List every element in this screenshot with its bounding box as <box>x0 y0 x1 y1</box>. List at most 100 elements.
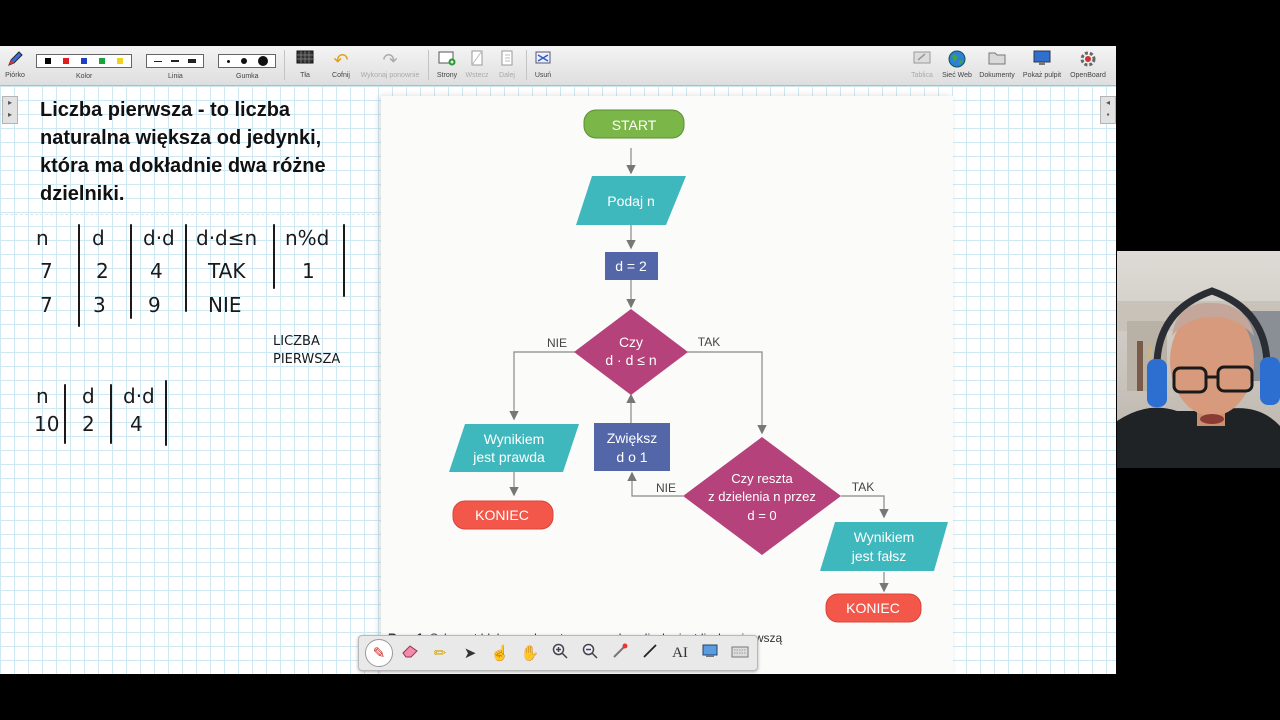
table2-cell: 2 <box>82 412 95 436</box>
flow-input <box>576 176 686 225</box>
show-desktop-button[interactable]: Pokaż pulpit <box>1020 48 1064 79</box>
hand-tool[interactable]: ✋ <box>515 638 545 668</box>
eraser-large-option[interactable] <box>257 56 268 66</box>
next-page-button[interactable]: Dalej <box>494 48 520 79</box>
text-icon: AI <box>672 644 688 661</box>
background-button[interactable]: Tła <box>292 48 318 79</box>
text-tool[interactable]: AI <box>665 638 695 668</box>
virtual-keyboard-tool[interactable] <box>725 638 755 668</box>
flow-increment-line2: d o 1 <box>616 449 647 465</box>
table1-cell: 3 <box>93 293 106 317</box>
line-medium-option[interactable] <box>170 60 179 62</box>
flow-output-false-line2: jest fałsz <box>851 548 906 564</box>
line-thick-option[interactable] <box>188 59 197 63</box>
table1-cell: 2 <box>96 259 109 283</box>
flow-arrow-yes <box>841 495 889 519</box>
pen-icon: ✎ <box>372 645 386 662</box>
selector-tool[interactable]: ➤ <box>455 638 485 668</box>
flow-decision-1-line2: d · d ≤ n <box>605 352 656 368</box>
eraser-tool[interactable] <box>395 638 425 668</box>
flow-end-1 <box>452 500 554 530</box>
table1-cell: 7 <box>40 259 53 283</box>
flow-start-label: START <box>612 117 657 133</box>
page-next-icon <box>494 50 520 70</box>
flow-arrow-no <box>509 351 577 421</box>
left-panel-toggle[interactable]: ▸▸ <box>2 96 18 124</box>
undo-button[interactable]: ↶ Cofnij <box>328 48 354 79</box>
flow-output-true-line2: jest prawda <box>472 449 545 465</box>
delete-icon <box>530 50 556 70</box>
marker-tool[interactable]: ✏ <box>425 638 455 668</box>
flow-end-1-label: KONIEC <box>475 507 529 523</box>
color-swatch-green[interactable] <box>99 58 105 64</box>
flow-arrow-no <box>627 471 683 497</box>
line-icon <box>642 643 658 663</box>
openboard-menu-button[interactable]: OpenBoard <box>1066 48 1110 79</box>
board-mode-button[interactable]: Tablica <box>908 48 936 79</box>
highlighter-icon: ✏ <box>433 645 447 662</box>
note-prime-line1: LICZBA <box>273 334 320 349</box>
line-thin-option[interactable] <box>153 60 162 62</box>
gear-icon <box>1066 50 1110 70</box>
pen-tool-button[interactable]: Piórko <box>2 48 28 79</box>
zoom-in-icon <box>552 643 568 663</box>
flow-input-label: Podaj n <box>607 193 654 209</box>
table1-column-line <box>185 224 187 312</box>
table1-cell: 1 <box>302 259 315 283</box>
flow-init-label: d = 2 <box>615 258 647 274</box>
color-swatch-yellow[interactable] <box>117 58 123 64</box>
interact-tool[interactable]: ☝ <box>485 638 515 668</box>
undo-icon: ↶ <box>333 50 349 70</box>
table2-header-n: n <box>36 384 49 408</box>
flow-increment <box>594 423 670 471</box>
table1-cell: 4 <box>150 259 163 283</box>
whiteboard-canvas[interactable]: ▸▸ ◂▪ Liczba pierwsza - to liczba natura… <box>0 86 1116 674</box>
board-icon <box>908 50 936 70</box>
right-panel-toggle[interactable]: ◂▪ <box>1100 96 1116 124</box>
eraser-size-selector <box>218 54 276 68</box>
web-button[interactable]: Sieć Web <box>940 48 974 79</box>
openboard-window: Piórko Kolor Linia Gumka Tła <box>0 46 1116 674</box>
webcam-overlay <box>1117 251 1280 468</box>
color-swatch-black[interactable] <box>45 58 51 64</box>
prime-number-definition: Liczba pierwsza - to liczba naturalna wi… <box>40 99 326 205</box>
capture-tool[interactable] <box>695 638 725 668</box>
table1-cell: 7 <box>40 293 53 317</box>
flow-output-true-line1: Wynikiem <box>484 431 545 447</box>
flow-no-label-1: NIE <box>547 336 567 350</box>
flow-yes-label-1: TAK <box>698 335 720 349</box>
flow-init <box>605 252 658 280</box>
pointing-hand-icon: ☝ <box>490 645 510 662</box>
toolbar-divider <box>284 50 285 80</box>
table2-column-line <box>165 380 167 446</box>
table2-cell: 10 <box>34 412 60 436</box>
eraser-medium-option[interactable] <box>240 58 247 64</box>
delete-button[interactable]: Usuń <box>530 48 556 79</box>
flow-decision-2-line2: z dzielenia n przez <box>708 489 816 504</box>
eraser-small-option[interactable] <box>226 59 230 63</box>
flow-start <box>583 109 685 139</box>
redo-button[interactable]: ↷ Wykonaj ponownie <box>358 48 422 79</box>
previous-page-button[interactable]: Wstecz <box>464 48 490 79</box>
pen-tool[interactable]: ✎ <box>365 639 393 667</box>
zoom-out-tool[interactable] <box>575 638 605 668</box>
flowchart-image[interactable]: START Podaj n d = 2 Czy d · d ≤ n NIE TA… <box>381 96 953 674</box>
zoom-in-tool[interactable] <box>545 638 575 668</box>
globe-icon <box>940 50 974 70</box>
table1-column-line <box>78 224 80 327</box>
line-tool[interactable] <box>635 638 665 668</box>
table1-cell: TAK <box>208 259 246 283</box>
arrow-cursor-icon: ➤ <box>463 645 477 662</box>
table2-column-line <box>64 384 66 444</box>
table1-column-line <box>130 224 132 319</box>
toolbar-divider <box>526 50 527 80</box>
flow-end-2 <box>825 593 922 623</box>
documents-button[interactable]: Dokumenty <box>978 48 1016 79</box>
flow-increment-line1: Zwiększ <box>607 430 658 446</box>
color-swatch-red[interactable] <box>63 58 69 64</box>
main-toolbar: Piórko Kolor Linia Gumka Tła <box>0 46 1116 86</box>
table2-header-d: d <box>82 384 95 408</box>
color-swatch-blue[interactable] <box>81 58 87 64</box>
laser-pointer-tool[interactable] <box>605 638 635 668</box>
pages-button[interactable]: Strony <box>434 48 460 79</box>
